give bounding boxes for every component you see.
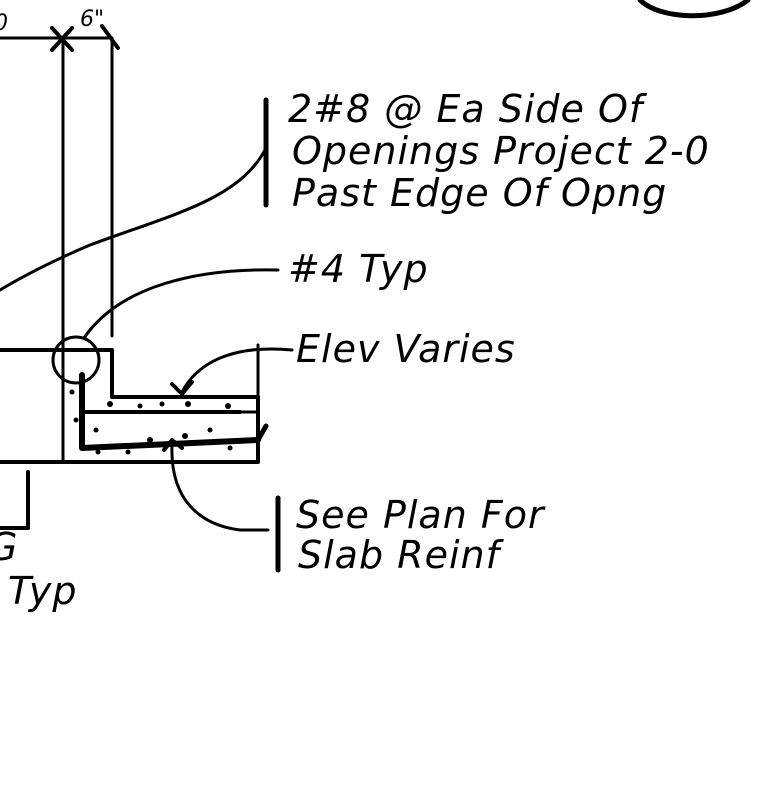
elev-arrow [170,380,194,396]
see-plan-line1: See Plan For [296,493,546,537]
bar4-note: #4 Typ [288,247,429,291]
elev-note: Elev Varies [296,327,516,371]
bars-note-line3: Past Edge Of Opng [292,171,667,215]
see-plan-line2: Slab Reinf [298,533,505,577]
bars-note-line2: Openings Project 2-0 [292,129,710,173]
dimension-six-inch: 6" [80,7,104,32]
concrete-aggregate [69,389,233,455]
bar4-leader [82,268,280,340]
footing-fragment [0,470,30,530]
curb-outline [0,348,260,464]
rebar-hook [255,423,269,443]
rebar-typ [79,372,261,451]
elev-leader [180,347,294,394]
left-typ-label: Typ [8,569,78,613]
bars-note-line1: 2#8 @ Ea Side Of [288,87,648,131]
dimension-tick-left [50,26,74,52]
see-plan-leader [170,443,270,532]
corner-bar-circle [51,335,101,385]
detail-bubble-arc [637,0,751,19]
see-plan-arrow [162,438,184,452]
bars-leader [0,146,268,292]
dimension-left-value: 0 [0,11,8,36]
left-g-label: G [0,525,18,569]
dimension-tick-right [100,24,120,50]
